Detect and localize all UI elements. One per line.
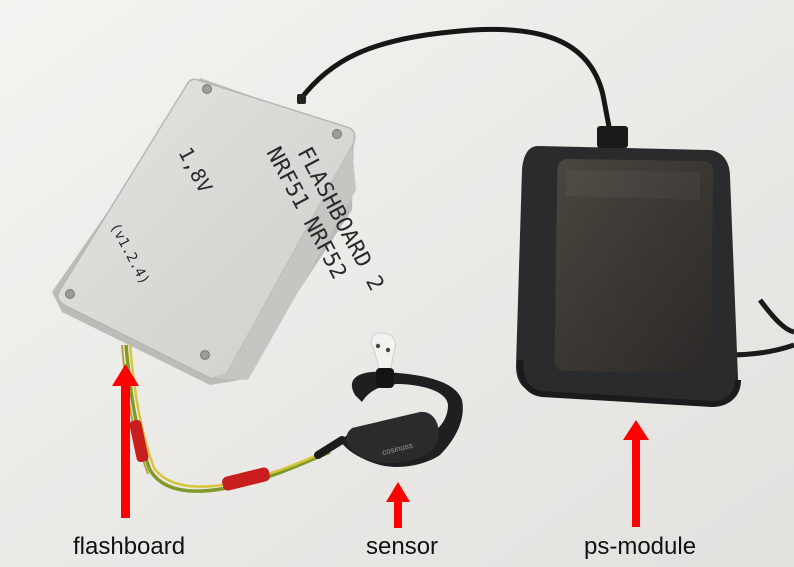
screw-icon <box>200 350 210 360</box>
screw-icon <box>332 129 342 139</box>
label-sensor: sensor <box>366 533 439 560</box>
flashboard-box <box>52 78 356 385</box>
arrow-ps-module <box>623 420 649 527</box>
label-flashboard: flashboard <box>73 533 186 560</box>
ear-sensor: cosinuss <box>340 332 463 467</box>
label-ps-module: ps-module <box>584 533 697 560</box>
screw-icon <box>65 289 75 299</box>
ps-module-screen <box>554 159 714 373</box>
ps-module-device <box>516 126 741 408</box>
annotation-arrows <box>112 364 649 528</box>
usb-cable <box>297 26 613 135</box>
arrow-flashboard <box>112 364 139 518</box>
sensor-wires <box>121 344 346 493</box>
cable-plug-box <box>297 94 306 104</box>
heat-shrink-sleeve <box>222 467 270 491</box>
usb-connector <box>597 126 628 148</box>
screw-icon <box>202 84 212 94</box>
heat-shrink-sleeve <box>129 419 149 463</box>
arrow-sensor <box>386 482 410 528</box>
